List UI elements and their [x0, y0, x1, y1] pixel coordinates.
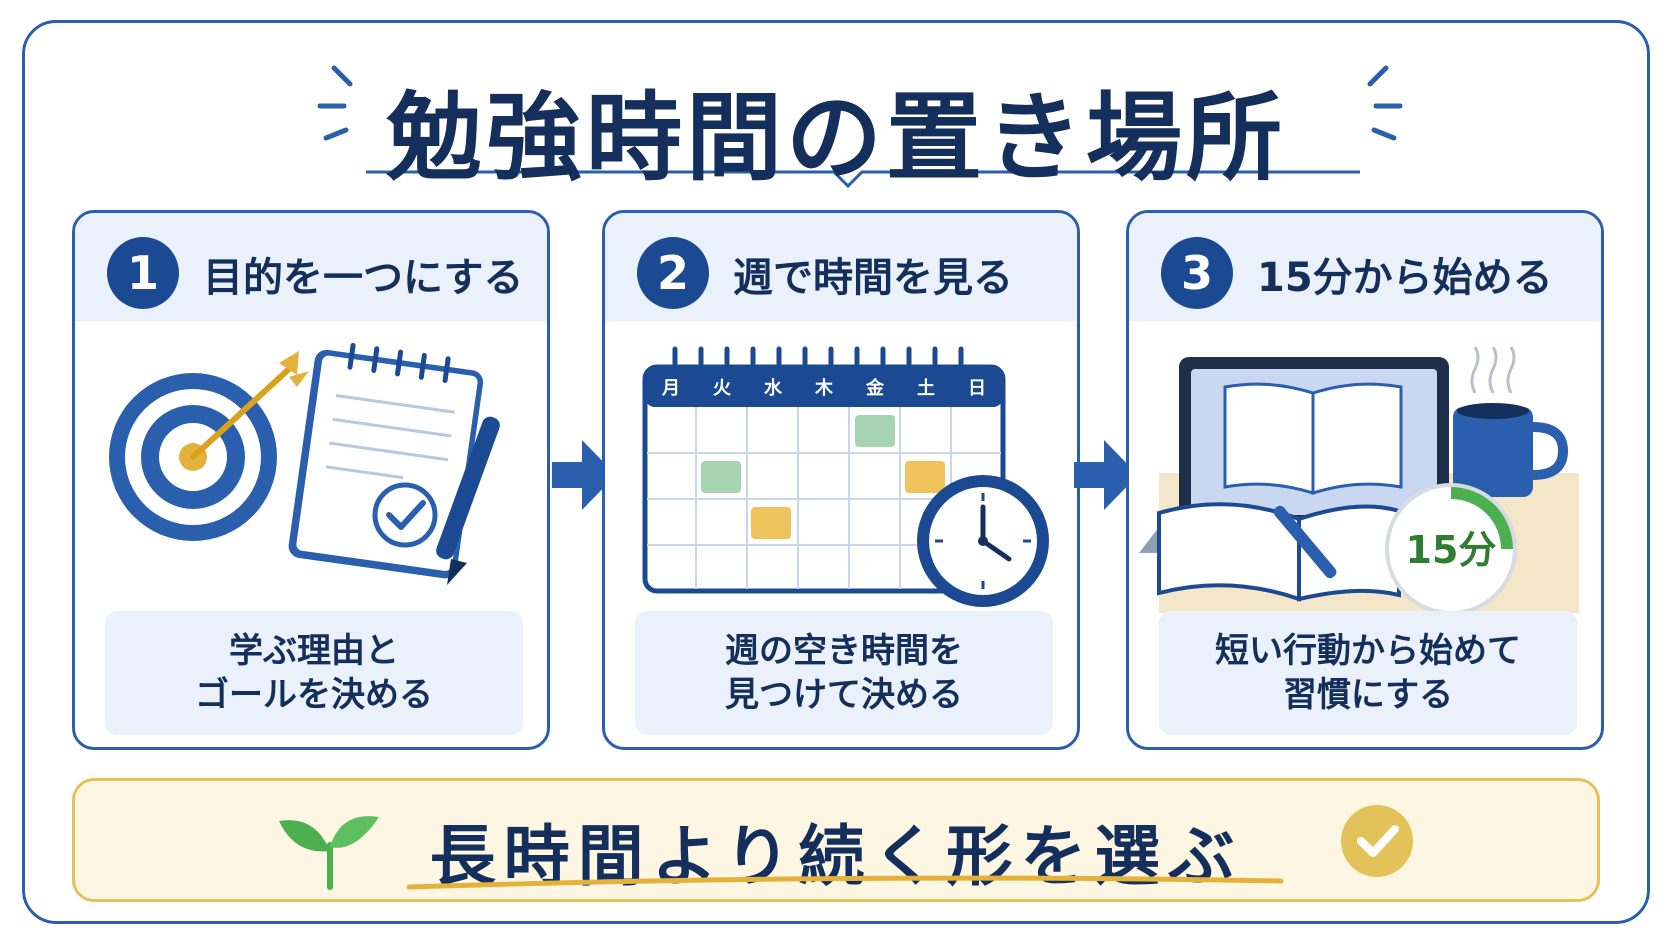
schedule-illustration: 月 火 水 木 金 土 日 — [642, 346, 1049, 607]
step-header-2: 2 週で時間を見る — [605, 213, 1077, 321]
step-desc-3-line1: 短い行動から始めて — [1215, 630, 1521, 671]
step-desc-2-line1: 週の空き時間を — [725, 630, 963, 671]
step-title-1: 目的を一つにする — [203, 255, 524, 301]
step-desc-1-line2: ゴールを決める — [195, 675, 433, 715]
weekday-wed: 水 — [764, 377, 783, 399]
step-desc-1: 学ぶ理由と ゴールを決める — [105, 611, 523, 735]
habit-illustration: 15分 — [1139, 346, 1579, 613]
title-section: 勉強時間の置き場所 — [0, 40, 1672, 200]
weekday-sat: 土 — [917, 378, 935, 399]
timer-progress-arc — [1450, 487, 1513, 550]
step-card-2: 2 週で時間を見る — [602, 210, 1080, 750]
timer-label: 15分 — [1406, 528, 1497, 572]
title-underline — [366, 170, 1360, 189]
weekday-tue: 火 — [713, 378, 732, 399]
check-circle-icon — [1341, 805, 1413, 877]
step-number-1: 1 — [107, 237, 179, 309]
footer-banner: 長時間より続く形を選ぶ — [72, 778, 1600, 902]
step-desc-3-line2: 習慣にする — [1282, 675, 1454, 715]
weekday-fri: 金 — [865, 377, 885, 399]
timer-icon — [1385, 483, 1517, 613]
step-header-1: 1 目的を一つにする — [75, 213, 547, 321]
step-card-1: 1 目的を一つにする — [72, 210, 550, 750]
clock-icon — [917, 475, 1049, 607]
weekday-sun: 日 — [968, 378, 986, 399]
weekday-thu: 木 — [814, 377, 834, 399]
weekday-labels: 月 火 水 木 金 土 日 — [661, 377, 986, 399]
sparkle-left-icon — [317, 65, 353, 141]
step-desc-1-line1: 学ぶ理由と — [229, 630, 399, 671]
weekday-mon: 月 — [661, 378, 680, 399]
step-desc-3: 短い行動から始めて 習慣にする — [1159, 611, 1577, 735]
open-book-icon — [1157, 502, 1401, 602]
sparkle-right-icon — [1367, 65, 1403, 141]
arrow-right-icon — [1074, 440, 1138, 510]
target-icon — [109, 351, 309, 541]
step-header-3: 3 15分から始める — [1129, 213, 1601, 321]
page-title: 勉強時間の置き場所 — [386, 82, 1286, 194]
sprout-icon — [279, 816, 379, 890]
pen-icon — [1273, 505, 1337, 579]
check-icon — [372, 482, 438, 548]
goal-illustration — [109, 342, 500, 585]
pen-icon — [436, 416, 500, 585]
step-card-3: 3 15分から始める — [1126, 210, 1604, 750]
arrow-right-icon — [552, 440, 616, 510]
screen-book-icon — [1223, 382, 1403, 496]
step-desc-2-line2: 見つけて決める — [725, 675, 963, 715]
step-number-2: 2 — [637, 237, 709, 309]
coffee-mug-icon — [1453, 346, 1569, 497]
footer-underline — [406, 875, 1284, 890]
step-title-3: 15分から始める — [1257, 255, 1553, 301]
step-desc-2: 週の空き時間を 見つけて決める — [635, 611, 1053, 735]
step-number-3: 3 — [1161, 237, 1233, 309]
title-decoration — [317, 65, 1403, 189]
step-title-2: 週で時間を見る — [733, 255, 1013, 301]
